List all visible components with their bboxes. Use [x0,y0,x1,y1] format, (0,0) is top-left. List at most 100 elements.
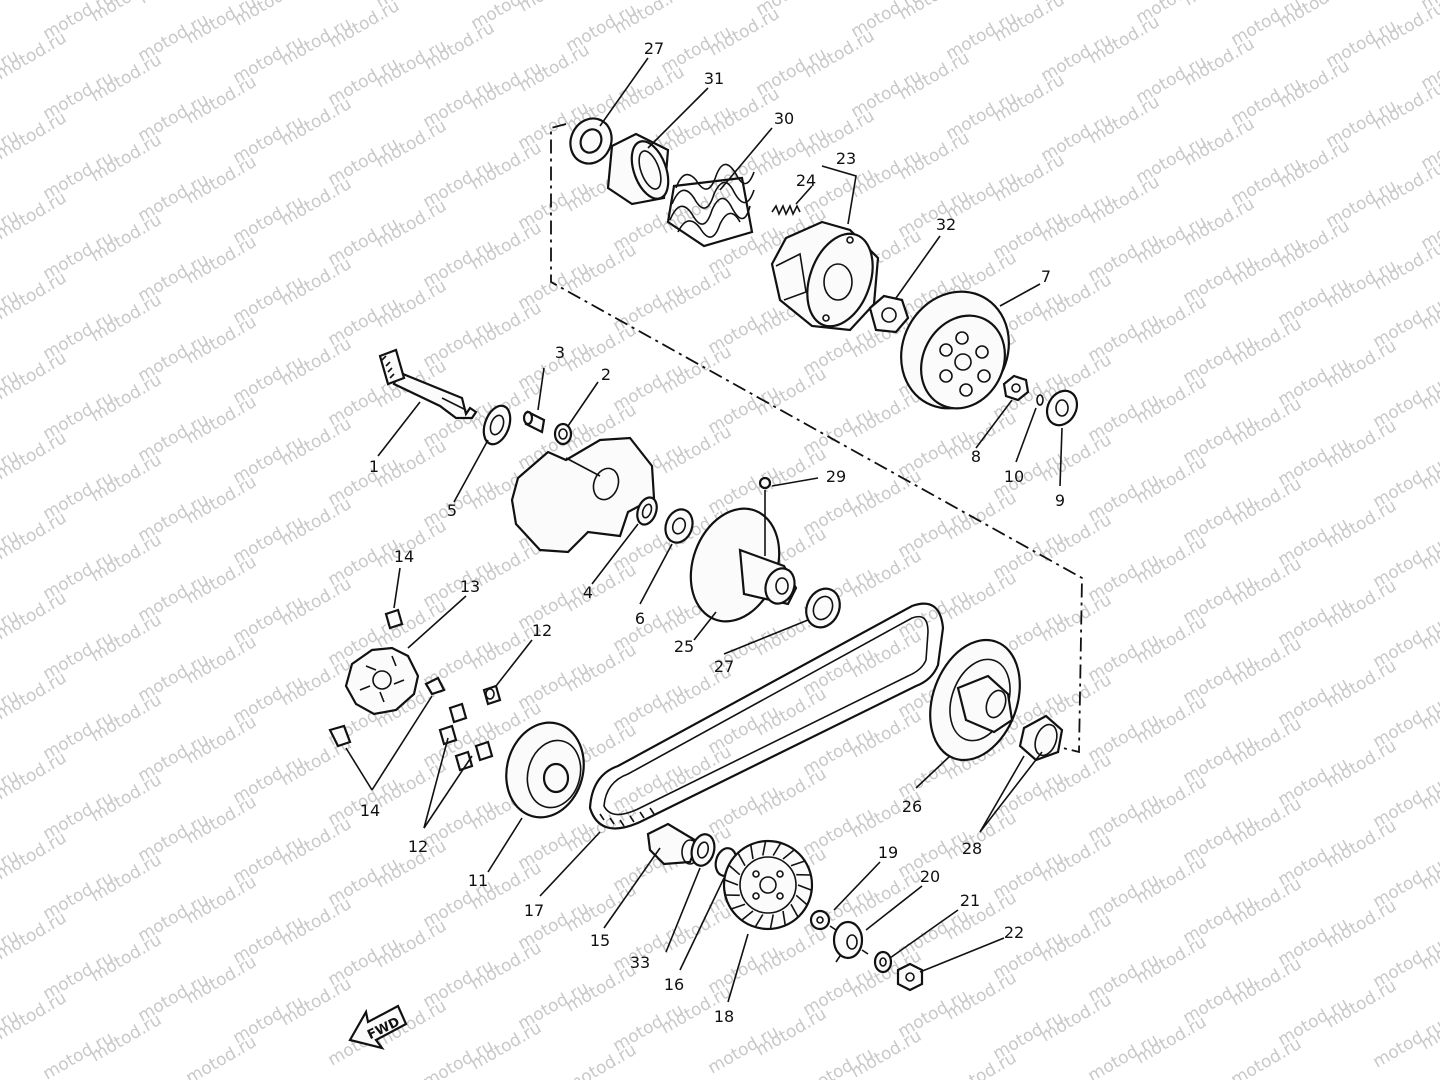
dowel-pin-3 [522,410,546,434]
gasket [510,436,656,554]
slider-14-right [424,676,446,696]
weight-roller-12-b [448,702,468,724]
callout-18: 18 [714,1007,734,1026]
callout-11: 11 [468,871,488,890]
callout-2: 2 [601,365,611,384]
callout-20: 20 [920,867,940,886]
callout-29: 29 [826,467,846,486]
watermark-text: motod.ru [136,0,214,8]
callout-17: 17 [524,901,544,920]
parts: FWD [328,117,1079,1050]
drive-shaft-1 [378,348,478,420]
callout-10: 10 [1004,467,1024,486]
callout-6: 6 [635,609,645,628]
callout-30: 30 [774,109,794,128]
fan-blade [797,884,812,892]
fan-blade [772,842,782,856]
callout-5: 5 [447,501,457,520]
fan-blade [730,903,746,910]
callout-27-lower: 27 [714,657,734,676]
nut-22 [896,962,924,992]
callout-14-bottom: 14 [360,801,380,820]
slider-14-left [328,724,352,748]
callout-4: 4 [583,583,593,602]
callout-15: 15 [590,931,610,950]
nut-32 [868,294,910,334]
callout-27-top: 27 [644,39,664,58]
callout-1: 1 [369,457,379,476]
fan-blade [741,910,754,921]
callout-13: 13 [460,577,480,596]
fan-blade [728,864,741,876]
washer-21 [873,950,893,974]
watermark-text: motod.ru [801,0,879,2]
gear-washer-19 [809,909,831,931]
bearing-5 [482,404,512,446]
callout-8: 8 [971,447,981,466]
callout-3: 3 [555,343,565,362]
fan-blade [749,844,754,860]
one-way-clutch-20 [829,920,869,963]
weight-roller-12-c [438,724,458,746]
watermark-text: motod.ru [183,1032,261,1080]
callout-24: 24 [796,171,816,190]
oil-seal-27-lower [805,587,841,629]
callout-32: 32 [936,215,956,234]
fan-18 [722,839,814,931]
watermark-text: motod.ru [943,1048,1021,1080]
callout-31: 31 [704,69,724,88]
clutch-spring-24 [771,204,801,216]
watermark-text: motod.ru [1181,0,1259,10]
bearing-6 [664,508,694,544]
compression-spring-30 [666,163,755,248]
callout-labels: 27 31 30 23 24 32 7 3 2 1 5 8 10 9 29 4 … [360,39,1065,1026]
collar-31 [606,132,670,206]
callout-26: 26 [902,797,922,816]
callout-16: 16 [664,975,684,994]
fan-blade [795,894,808,906]
slider-14-top [384,608,404,630]
callout-22: 22 [1004,923,1024,942]
fan-blade [790,903,799,918]
fan-blade [790,860,806,867]
fan-blade [769,914,774,930]
oil-seal-27-top [569,117,613,165]
movable-sheave-11 [505,721,585,819]
washer-4 [636,496,658,526]
primary-sheave-25 [689,476,798,623]
watermark-text: motod.ru [1228,1034,1306,1080]
callout-9: 9 [1055,491,1065,510]
weight-roller-12-d [474,740,494,762]
callout-33: 33 [630,953,650,972]
callout-21: 21 [960,891,980,910]
washer-10 [1036,394,1044,406]
fan-blade [782,849,795,860]
callout-23: 23 [836,149,856,168]
fan-blade [737,852,746,867]
watermark-text: motod.ru [0,0,70,4]
o-ring-2 [553,422,573,446]
callout-7: 7 [1041,267,1051,286]
callout-19: 19 [878,843,898,862]
clutch-housing-7 [900,290,1010,410]
fan-blade [724,878,739,886]
leader-lines [345,57,1063,1003]
fan-blade [762,840,767,856]
assembly-outline [550,123,1083,754]
watermark-text: motod.ru [563,1040,641,1080]
nut-8 [1002,374,1030,402]
washer-33 [690,833,716,867]
secondary-sheave-26 [929,638,1021,762]
callout-12-top: 12 [532,621,552,640]
bearing-9 [1045,389,1079,427]
clutch-carrier-23 [770,220,880,332]
weight-roller-12-e [454,750,474,772]
v-belt-17 [588,602,945,830]
weight-roller-12-a [482,684,502,706]
callout-14-top: 14 [394,547,414,566]
watermark-text: motod.ru [420,1036,498,1080]
callout-12-bottom: 12 [408,837,428,856]
callout-28: 28 [962,839,982,858]
